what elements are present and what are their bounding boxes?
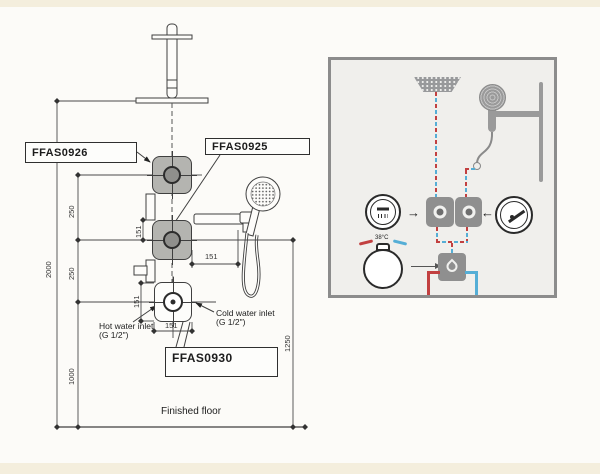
cold-supply-pipe-h <box>465 271 478 274</box>
dial-ring <box>500 201 528 229</box>
dim-overall-height: 2000 <box>44 261 53 278</box>
diverter-dial <box>495 196 533 234</box>
leader-lines <box>132 151 221 348</box>
connector-left-v <box>436 227 438 241</box>
dim-151-valve3-bottom: 151 <box>165 321 178 330</box>
connector-right-v <box>466 227 468 241</box>
hand-shower-icon <box>479 84 506 111</box>
dim-250-lower: 250 <box>67 267 76 280</box>
photo-margin-bottom <box>0 463 600 474</box>
ceiling-shower-arm <box>151 23 193 99</box>
dial-bar-icon <box>377 207 389 211</box>
mixed-water-line-rain <box>435 92 437 198</box>
dial-ticks-icon <box>378 213 388 218</box>
temperature-label: 38°C <box>375 235 389 241</box>
water-drop-icon <box>444 258 460 275</box>
arrow-left-icon: ← <box>481 205 494 220</box>
part-label-ffas0925: FFAS0925 <box>205 138 310 155</box>
arrow-right-icon: → <box>407 205 420 220</box>
arrow-right-long-icon <box>411 262 441 269</box>
hand-shower-bracket <box>489 111 543 117</box>
cold-supply-pipe-v <box>475 271 478 295</box>
hand-shower-handle <box>488 106 496 132</box>
dim-151-valve2-bottom: 151 <box>205 252 218 261</box>
diverter-valve-left <box>426 197 454 227</box>
shower-valve-ffas0926 <box>147 151 197 199</box>
part-label-ffas0926: FFAS0926 <box>25 142 137 163</box>
supply-line-hand-shower-v <box>465 170 467 198</box>
hand-shower <box>241 176 281 298</box>
slide-bar <box>539 82 543 182</box>
hand-shower-hose-icon <box>476 131 494 164</box>
installation-schematic-panel: → ← 38°C <box>328 57 557 298</box>
dim-151-valve3-left: 151 <box>132 295 141 308</box>
diverter-valve-right <box>455 197 482 227</box>
dim-1000: 1000 <box>67 368 76 385</box>
dim-250-upper: 250 <box>67 205 76 218</box>
valve-knob <box>163 231 181 249</box>
part-number: FFAS0926 <box>32 146 88 159</box>
thermostat-dial <box>363 249 403 289</box>
valve-knob <box>163 292 183 312</box>
wall-outlet-icon <box>473 162 481 170</box>
connector-mixer-v <box>451 243 453 254</box>
finished-floor-label: Finished floor <box>161 406 222 417</box>
mixer-unit <box>438 253 466 281</box>
dial-ring <box>370 199 396 225</box>
rain-shower-head-icon <box>414 77 461 92</box>
rain-shower-head <box>135 97 209 104</box>
shower-valve-ffas0925 <box>147 215 197 265</box>
dim-151-valve2-left: 151 <box>134 225 143 238</box>
part-number: FFAS0925 <box>212 140 268 153</box>
valve-knob <box>163 166 181 184</box>
part-label-ffas0930: FFAS0930 <box>165 347 278 377</box>
connector-h <box>436 241 468 243</box>
hot-supply-pipe-h <box>427 271 440 274</box>
hot-water-inlet-label: Hot water inlet (G 1/2") <box>99 321 154 341</box>
dim-1250: 1250 <box>283 335 292 352</box>
shower-spray-icon <box>510 215 514 219</box>
volume-control-dial <box>365 194 401 230</box>
part-number: FFAS0930 <box>172 351 233 365</box>
hot-supply-pipe-v <box>427 271 430 295</box>
mixer-valve-ffas0930 <box>149 277 197 327</box>
photo-margin-top <box>0 0 600 7</box>
cold-water-inlet-label: Cold water inlet (G 1/2") <box>216 308 275 328</box>
supply-line-hand-shower-h <box>465 168 475 170</box>
